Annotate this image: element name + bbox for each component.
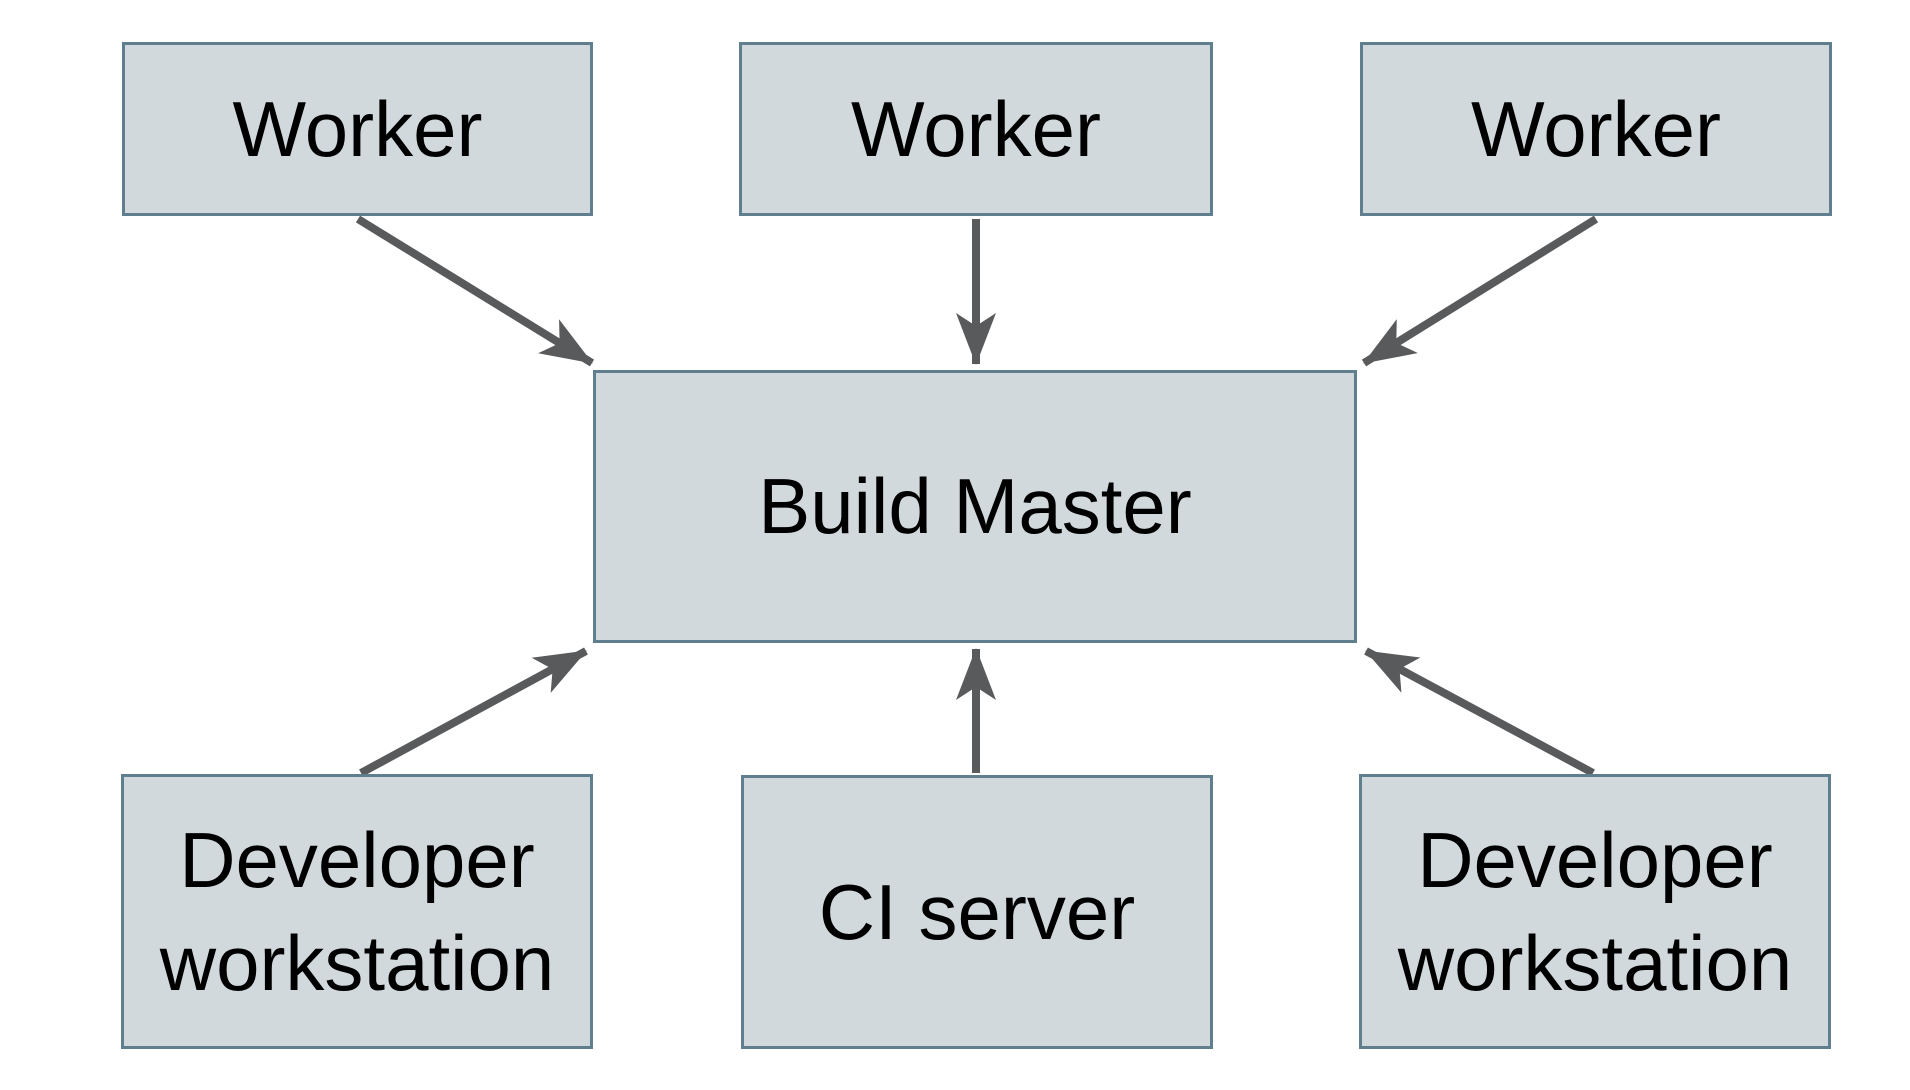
node-ci-server: CI server (741, 775, 1213, 1049)
node-label: Worker (232, 84, 483, 173)
node-build-master: Build Master (593, 370, 1357, 643)
arrow-dev-workstation-right-to-build-master (1364, 647, 1595, 777)
node-label: Developer workstation (159, 815, 555, 1007)
node-label: CI server (818, 867, 1136, 956)
arrow-worker-right-to-build-master (1361, 215, 1599, 367)
node-worker-right: Worker (1360, 42, 1832, 216)
arrow-worker-left-to-build-master (355, 215, 595, 367)
node-label: Build Master (758, 462, 1192, 551)
node-worker-left: Worker (122, 42, 593, 216)
arrow-dev-workstation-left-to-build-master (359, 647, 588, 777)
node-label: Worker (851, 84, 1101, 173)
node-dev-workstation-left: Developer workstation (121, 774, 593, 1049)
node-worker-middle: Worker (739, 42, 1213, 216)
node-label: Worker (1471, 84, 1721, 173)
node-dev-workstation-right: Developer workstation (1359, 774, 1831, 1049)
node-label: Developer workstation (1397, 815, 1793, 1007)
